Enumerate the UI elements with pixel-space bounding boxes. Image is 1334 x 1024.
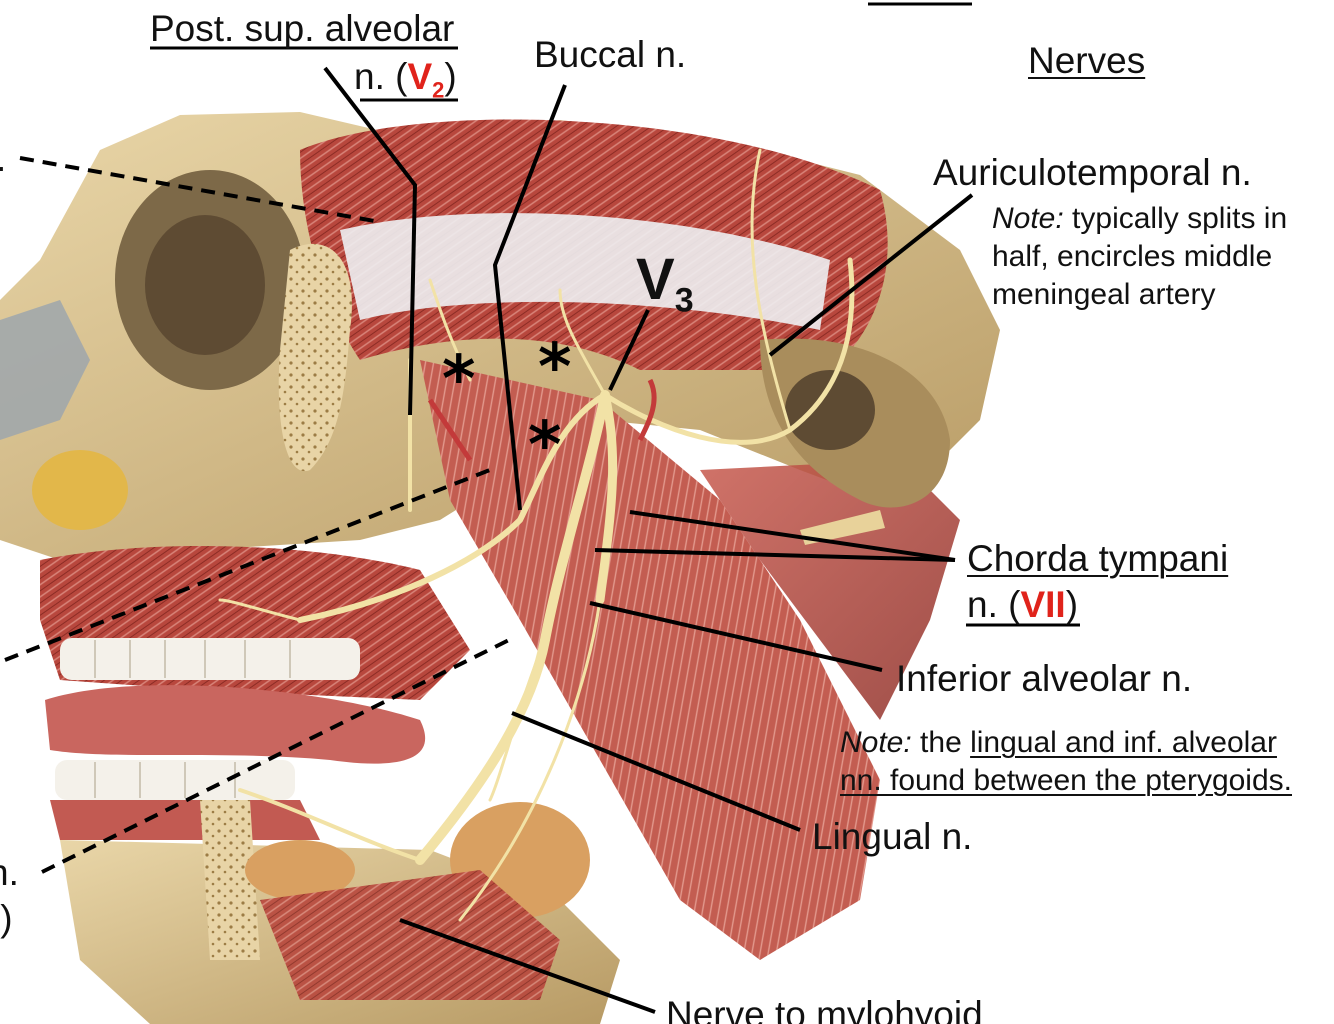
arteries bbox=[427, 378, 657, 462]
lower-teeth bbox=[55, 760, 295, 800]
inferior-alveolar-label: Inferior alveolar n. bbox=[896, 658, 1193, 699]
leader-lines bbox=[323, 66, 974, 1014]
zygomatic-cut bbox=[278, 243, 352, 472]
post-sup-alveolar-label-line1: Post. sup. alveolar bbox=[150, 8, 455, 49]
tongue bbox=[45, 685, 426, 764]
mandible-cut bbox=[200, 800, 260, 960]
asterisk-marker-3: * bbox=[528, 409, 562, 483]
pterygoid-muscle bbox=[420, 360, 880, 960]
v3-label: V3 bbox=[636, 247, 694, 320]
nasal-fat bbox=[32, 450, 128, 530]
label-underlines bbox=[150, 2, 1080, 627]
nerve-branches bbox=[218, 148, 855, 922]
asterisk-marker-2: * bbox=[538, 331, 572, 405]
post-sup-alveolar-label-line2: n. (V2) bbox=[354, 56, 457, 103]
left-cut-label-3: n. bbox=[0, 852, 19, 893]
buccal-nerve-label: Buccal n. bbox=[534, 34, 687, 75]
lingual-nerve-label: Lingual n. bbox=[812, 816, 973, 857]
mandible-ramus bbox=[700, 460, 960, 720]
lower-gum bbox=[50, 800, 320, 840]
nerve-to-mylohyoid-label: Nerve to mylohyoid bbox=[666, 994, 983, 1024]
asterisk-marker-1: * bbox=[442, 343, 476, 417]
auriculotemporal-note: Note: typically splits in half, encircle… bbox=[992, 202, 1288, 311]
styloid bbox=[800, 510, 885, 545]
mylohyoid-muscle bbox=[260, 870, 560, 1000]
upper-teeth bbox=[60, 638, 360, 680]
nasal-cartilage bbox=[0, 300, 90, 440]
temporalis-tendon bbox=[340, 213, 830, 330]
pterygoid-note: Note: the lingual and inf. alveolar nn. … bbox=[840, 726, 1292, 797]
chorda-tympani-label-line1: Chorda tympani bbox=[967, 538, 1229, 579]
auriculotemporal-label: Auriculotemporal n. bbox=[933, 152, 1252, 193]
left-cut-label-1: . bbox=[0, 138, 6, 180]
left-cut-label-2: ) bbox=[0, 184, 2, 226]
left-cut-label-4: t) bbox=[0, 898, 13, 939]
chorda-tympani-label-line2: n. (VII) bbox=[967, 584, 1079, 625]
page-title: Nerves bbox=[1028, 40, 1146, 81]
dashed-leader-lines bbox=[4, 156, 516, 874]
